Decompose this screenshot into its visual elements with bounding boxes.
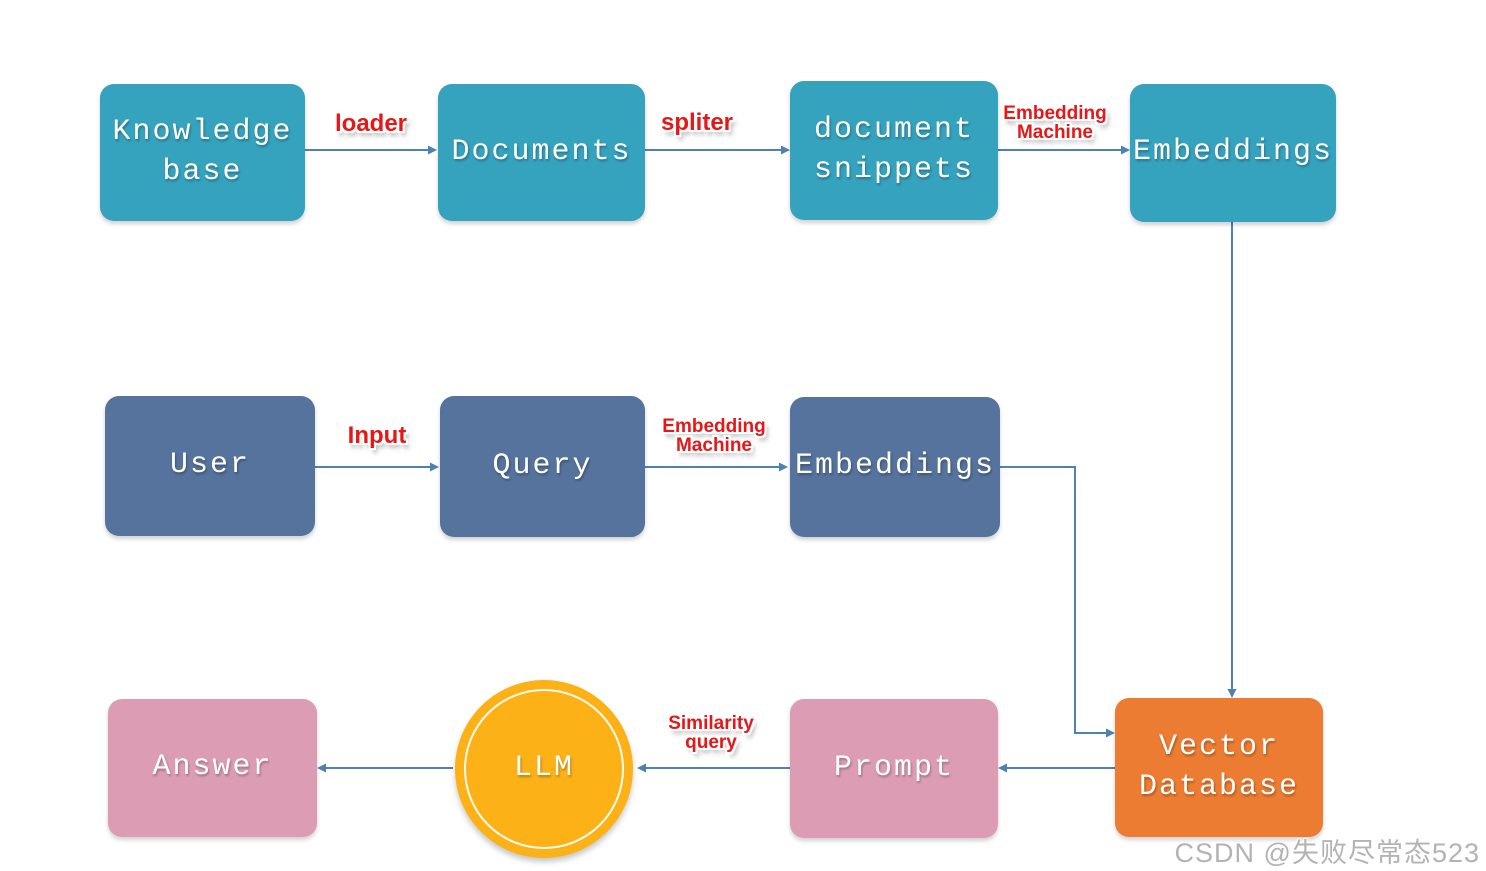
node-embeddings-query: Embeddings — [790, 397, 1000, 537]
edge-label-similarity-query: Similarity query — [668, 713, 754, 754]
node-vector-database: Vector Database — [1115, 698, 1323, 837]
edge-label-embedding-machine-query: Embedding Machine — [662, 416, 766, 457]
node-llm: LLM — [455, 680, 633, 858]
edge-label-embedding-machine-documents: Embedding Machine — [1003, 103, 1107, 144]
node-documents: Documents — [438, 84, 645, 221]
csdn-watermark: CSDN @失败尽常态523 — [1174, 838, 1480, 868]
node-embeddings-documents: Embeddings — [1130, 84, 1336, 222]
edge-label-spliter: spliter — [660, 109, 734, 136]
edge-queryembeddings-to-vectordb-elbow — [1000, 466, 1115, 738]
edge-label-loader: loader — [334, 110, 408, 137]
llm-label: LLM — [513, 751, 574, 786]
node-query: Query — [440, 396, 645, 537]
node-user: User — [105, 396, 315, 536]
node-answer: Answer — [108, 699, 317, 837]
edge-label-input: Input — [347, 422, 407, 449]
node-prompt: Prompt — [790, 699, 998, 838]
node-knowledge-base: Knowledge base — [100, 84, 305, 221]
node-document-snippets: document snippets — [790, 81, 998, 220]
